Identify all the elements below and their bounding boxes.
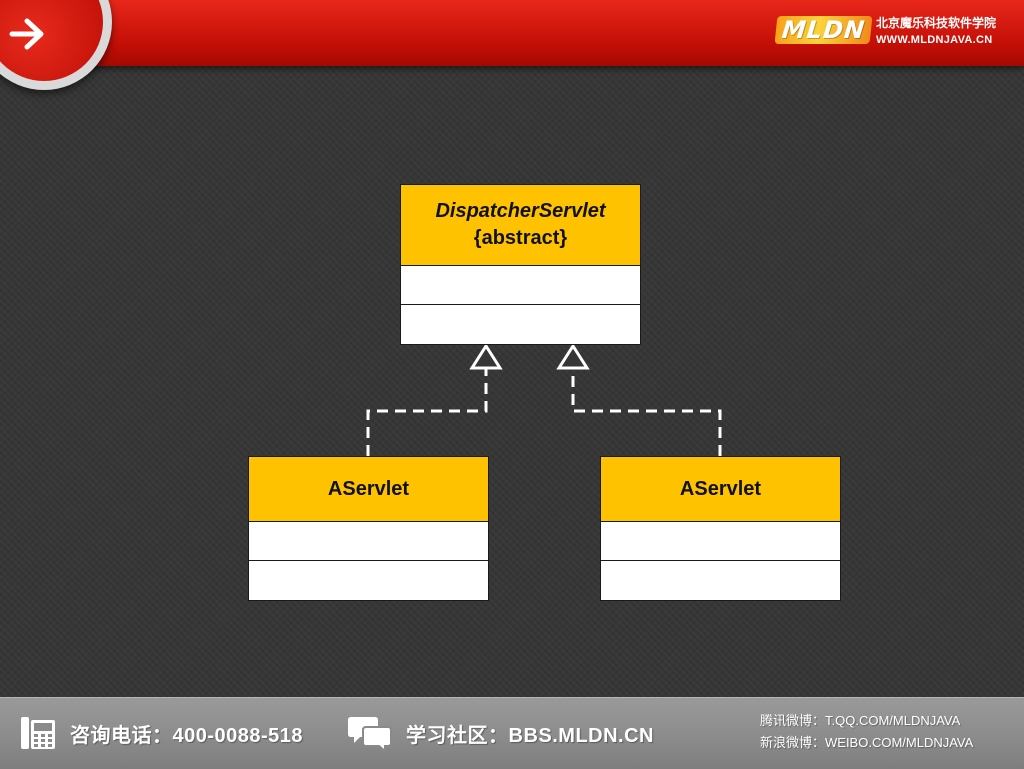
phone-contact: 咨询电话：400-0088-518 bbox=[20, 716, 303, 750]
top-banner: MLDN 北京魔乐科技软件学院 WWW.MLDNJAVA.CN bbox=[0, 0, 1024, 66]
community-text: 学习社区：BBS.MLDN.CN bbox=[406, 724, 654, 747]
class-name-compartment: AServlet bbox=[249, 457, 488, 522]
phone-icon bbox=[21, 717, 55, 749]
realization-arrowhead-right bbox=[556, 343, 590, 370]
class-aservlet-right: AServlet bbox=[600, 456, 841, 601]
weibo-links: 腾讯微博：T.QQ.COM/MLDNJAVA 新浪微博：WEIBO.COM/ML… bbox=[760, 710, 973, 754]
attributes-compartment bbox=[401, 266, 640, 305]
footer-bar: 咨询电话：400-0088-518 学习社区：BBS.MLDN.CN 腾讯微博：… bbox=[0, 697, 1024, 769]
realization-arrowhead-left bbox=[469, 343, 503, 370]
class-stereotype: {abstract} bbox=[473, 227, 568, 249]
class-name: AServlet bbox=[327, 477, 410, 500]
class-name: AServlet bbox=[679, 477, 762, 500]
methods-compartment bbox=[401, 305, 640, 344]
school-name: 北京魔乐科技软件学院 bbox=[876, 16, 997, 30]
methods-compartment bbox=[249, 561, 488, 600]
class-dispatcher-servlet: DispatcherServlet {abstract} bbox=[400, 184, 641, 345]
attributes-compartment bbox=[601, 522, 840, 561]
class-name-compartment: AServlet bbox=[601, 457, 840, 522]
school-url: WWW.MLDNJAVA.CN bbox=[876, 34, 993, 46]
methods-compartment bbox=[601, 561, 840, 600]
school-info: 北京魔乐科技软件学院 WWW.MLDNJAVA.CN bbox=[876, 15, 996, 49]
attributes-compartment bbox=[249, 522, 488, 561]
sina-weibo-link[interactable]: 新浪微博：WEIBO.COM/MLDNJAVA bbox=[760, 735, 974, 750]
connector-left bbox=[366, 369, 488, 456]
chat-bubbles-icon bbox=[348, 717, 392, 752]
connector-right bbox=[571, 369, 722, 456]
phone-text: 咨询电话：400-0088-518 bbox=[70, 724, 304, 747]
class-name: DispatcherServlet bbox=[435, 200, 606, 222]
qq-weibo-link[interactable]: 腾讯微博：T.QQ.COM/MLDNJAVA bbox=[760, 713, 961, 728]
class-aservlet-left: AServlet bbox=[248, 456, 489, 601]
community-contact: 学习社区：BBS.MLDN.CN bbox=[348, 714, 654, 752]
arrow-right-icon bbox=[9, 18, 44, 50]
class-name-compartment: DispatcherServlet {abstract} bbox=[401, 185, 640, 266]
